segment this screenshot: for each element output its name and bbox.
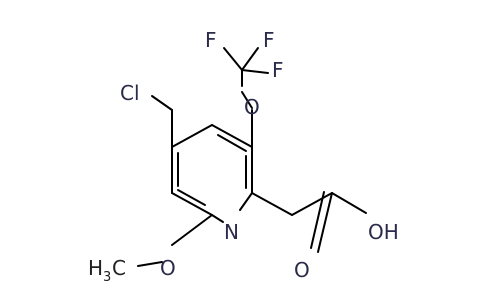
bond-o-ch3 [137,261,163,267]
bond-ch2-cooh [291,192,333,216]
bond-c6-ome [171,214,213,246]
bond-cf3-f3 [241,69,269,74]
methyl-label: H 3 C [88,256,126,285]
atom-f-top-left: F [205,28,217,52]
methyl-c: C [112,256,126,280]
bond-c2-ch2 [251,192,293,216]
bond-c-o-double2 [310,191,325,249]
bonds [137,47,367,267]
bond-c6-c5-inner [177,189,206,206]
atom-oh: OH [368,220,399,244]
bond-c4-c3 [171,124,213,148]
atom-f-right: F [272,58,284,82]
bond-c6-c5 [171,192,213,216]
atom-o-methoxy: O [160,256,176,280]
bond-o-cf3 [241,91,253,109]
methyl-h: H [88,256,103,280]
atom-labels: Cl F F F O N O OH O [120,28,399,282]
methyl-subscript: 3 [103,270,111,285]
bond-c-oh [331,192,367,214]
atom-o-carbonyl: O [294,258,310,282]
atom-f-top-right: F [263,28,275,52]
bond-c3-c2 [211,124,253,148]
atom-o-ether: O [244,95,260,119]
atom-cl: Cl [120,81,140,105]
bond-c-o-double1 [317,192,333,253]
bond-c3-c2-inner [217,134,247,152]
bond-ch2-cl [151,95,173,111]
bond-n-c6 [211,214,224,223]
atom-n-ring: N [224,220,239,244]
bond-n-c2-seg [239,192,253,211]
bond-cf3-f2 [241,47,259,71]
bond-cf3-f1 [223,47,243,71]
